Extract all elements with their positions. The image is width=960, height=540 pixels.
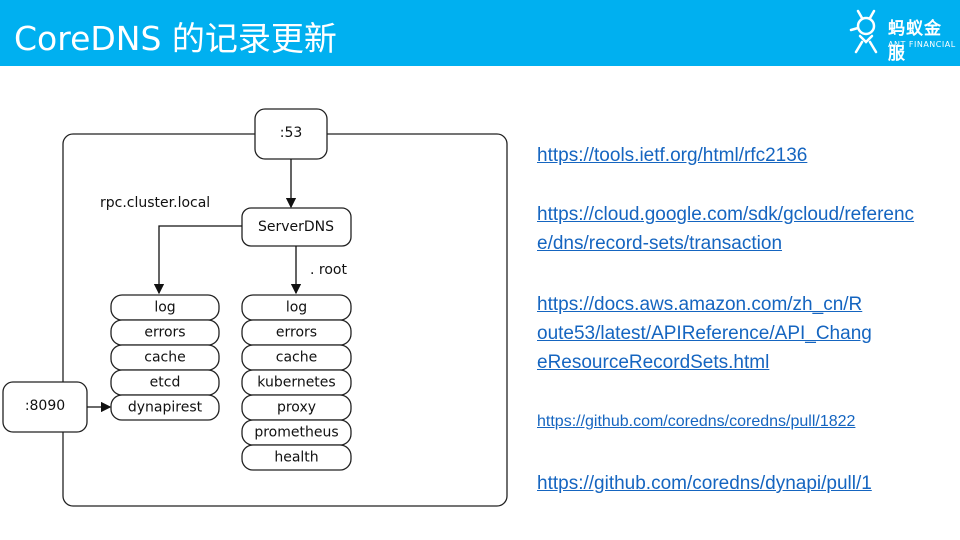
- plugin-label: dynapirest: [128, 400, 203, 416]
- logo-text-en: ANT FINANCIAL: [888, 40, 956, 49]
- zone-right-label: . root: [310, 262, 347, 278]
- plugin-label: log: [154, 300, 175, 316]
- coredns-diagram: :53 ServerDNS rpc.cluster.local . root :…: [2, 108, 508, 507]
- plugin-label: errors: [144, 325, 185, 341]
- ant-financial-logo: 蚂蚁金服 ANT FINANCIAL: [848, 8, 958, 64]
- ant-icon: [849, 9, 878, 54]
- zone-left-label: rpc.cluster.local: [100, 195, 210, 211]
- plugin-label: proxy: [277, 400, 316, 416]
- plugin-label: cache: [144, 350, 185, 366]
- serverdns-label: ServerDNS: [258, 219, 334, 235]
- plugin-label: errors: [276, 325, 317, 341]
- link-coredns-pull-1822[interactable]: https://github.com/coredns/coredns/pull/…: [537, 413, 856, 430]
- plugin-box: [110, 394, 220, 421]
- link-dynapi-pull-1[interactable]: https://github.com/coredns/dynapi/pull/1: [537, 473, 872, 494]
- arrow-server-to-left: [153, 225, 242, 295]
- plugin-label: health: [274, 450, 318, 466]
- slide-title: CoreDNS 的记录更新: [14, 19, 337, 58]
- plugin-label: prometheus: [254, 425, 338, 441]
- link-rfc2136[interactable]: https://tools.ietf.org/html/rfc2136: [537, 145, 808, 166]
- port-8090-label: :8090: [25, 398, 65, 414]
- plugin-label: log: [286, 300, 307, 316]
- plugin-label: cache: [276, 350, 317, 366]
- right-plugin-chain: log errors cache kubernetes proxy prometheus h…: [241, 294, 352, 471]
- plugin-box: [241, 444, 352, 471]
- logo-text-cn: 蚂蚁金服: [888, 19, 942, 64]
- slide-header: CoreDNS 的记录更新 蚂蚁金服 ANT FINANCIAL: [0, 0, 960, 66]
- left-plugin-chain: log errors cache etcd dynapirest: [110, 294, 220, 421]
- port-53-label: :53: [280, 125, 303, 141]
- link-gcloud-transaction[interactable]: https://cloud.google.com/sdk/gcloud/refe…: [537, 204, 915, 254]
- plugin-label: etcd: [150, 375, 181, 391]
- plugin-label: kubernetes: [257, 375, 335, 391]
